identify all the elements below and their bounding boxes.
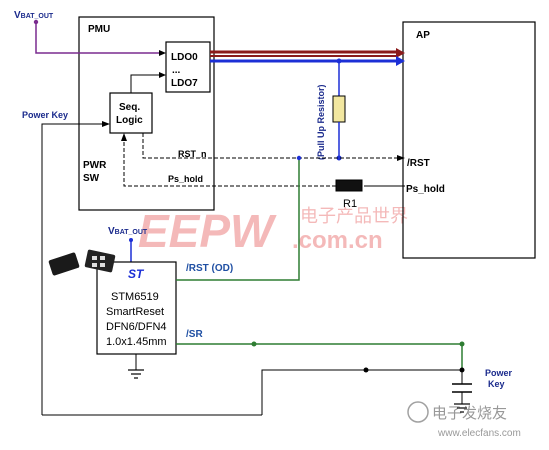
seq-logic-box <box>109 92 153 134</box>
rail-red-arrow <box>396 48 405 58</box>
pullup-node-bottom <box>336 155 342 161</box>
rail-blue-arrow <box>396 56 405 66</box>
rst-arrow <box>397 155 405 161</box>
stm-line-4: 1.0x1.45mm <box>106 336 167 348</box>
pwr-label-1: PWR <box>83 160 107 171</box>
power-key-right-label-2: Key <box>488 379 505 389</box>
stm-line-2: SmartReset <box>106 306 164 318</box>
svg-text:VBAT_OUT: VBAT_OUT <box>14 10 54 21</box>
watermark-chinese: 电子产品世界 <box>300 206 408 226</box>
ldo-box <box>165 41 211 93</box>
watermark-bottom: 电子发烧友 www.elecfans.com <box>407 401 521 439</box>
power-key-arrow <box>102 121 110 127</box>
chip-package-images <box>48 249 116 276</box>
sr-label: /SR <box>186 329 203 340</box>
rst-od-wire <box>176 158 300 281</box>
stm-line-1: STM6519 <box>111 291 159 303</box>
st-logo: ST <box>128 267 145 281</box>
stm-line-3: DFN6/DFN4 <box>106 321 167 333</box>
power-key-right-label-1: Power <box>485 368 513 378</box>
power-key-left-wire <box>41 123 102 415</box>
ap-ps-hold-label: Ps_hold <box>406 184 445 195</box>
watermark-brand: EEPW <box>138 205 277 257</box>
sr-node-left <box>251 341 257 347</box>
rst-od-node <box>296 155 302 161</box>
pwr-label-2: SW <box>83 173 100 184</box>
seq-label-2: Logic <box>116 115 143 126</box>
power-key-left-label: Power Key <box>22 110 68 120</box>
vbat-top-wire <box>35 22 160 54</box>
seq-label-1: Seq. <box>119 102 140 113</box>
ap-box <box>402 21 536 259</box>
pullup-resistor <box>332 95 346 123</box>
r1-label: R1 <box>343 198 357 210</box>
bottom-loop-node <box>363 367 369 373</box>
svg-text:VBAT_OUT: VBAT_OUT <box>108 226 148 237</box>
ap-rst-label: /RST <box>407 158 430 169</box>
ldo-end-label: LDO7 <box>171 78 198 89</box>
seq-to-ldo-arrow <box>159 72 166 78</box>
ldo-dots-label: ... <box>172 65 181 76</box>
vbat-mid-label: VBAT_OUT <box>108 226 148 237</box>
vbat-top-label: VBAT_OUT <box>14 10 54 21</box>
bottom-loop-wire <box>261 369 462 415</box>
ap-title: AP <box>416 30 430 41</box>
rst-n-wire <box>142 133 398 159</box>
pullup-label: (Pull Up Resistor) <box>316 84 326 160</box>
watermark-url: www.elecfans.com <box>437 428 521 439</box>
power-key-switch <box>452 370 472 413</box>
ps-hold-wire-left <box>123 140 336 187</box>
r1-resistor <box>335 179 363 192</box>
vbat-ldo-arrow <box>159 50 166 56</box>
pmu-title: PMU <box>88 24 110 35</box>
rst-od-label: /RST (OD) <box>186 263 233 274</box>
stm-chip-box <box>96 261 177 355</box>
pmu-ps-hold-label: Ps_hold <box>168 174 203 184</box>
pmu-box <box>78 16 215 211</box>
ldo-start-label: LDO0 <box>171 52 198 63</box>
pmu-rst-n-label: RST_n <box>178 149 207 159</box>
watermark: EEPW .com.cn 电子产品世界 <box>138 205 408 257</box>
ps-hold-arrow <box>121 133 127 141</box>
watermark-bottom-chinese: 电子发烧友 <box>432 405 507 422</box>
watermark-domain: .com.cn <box>292 227 383 254</box>
seq-to-ldo-wire <box>130 74 160 93</box>
